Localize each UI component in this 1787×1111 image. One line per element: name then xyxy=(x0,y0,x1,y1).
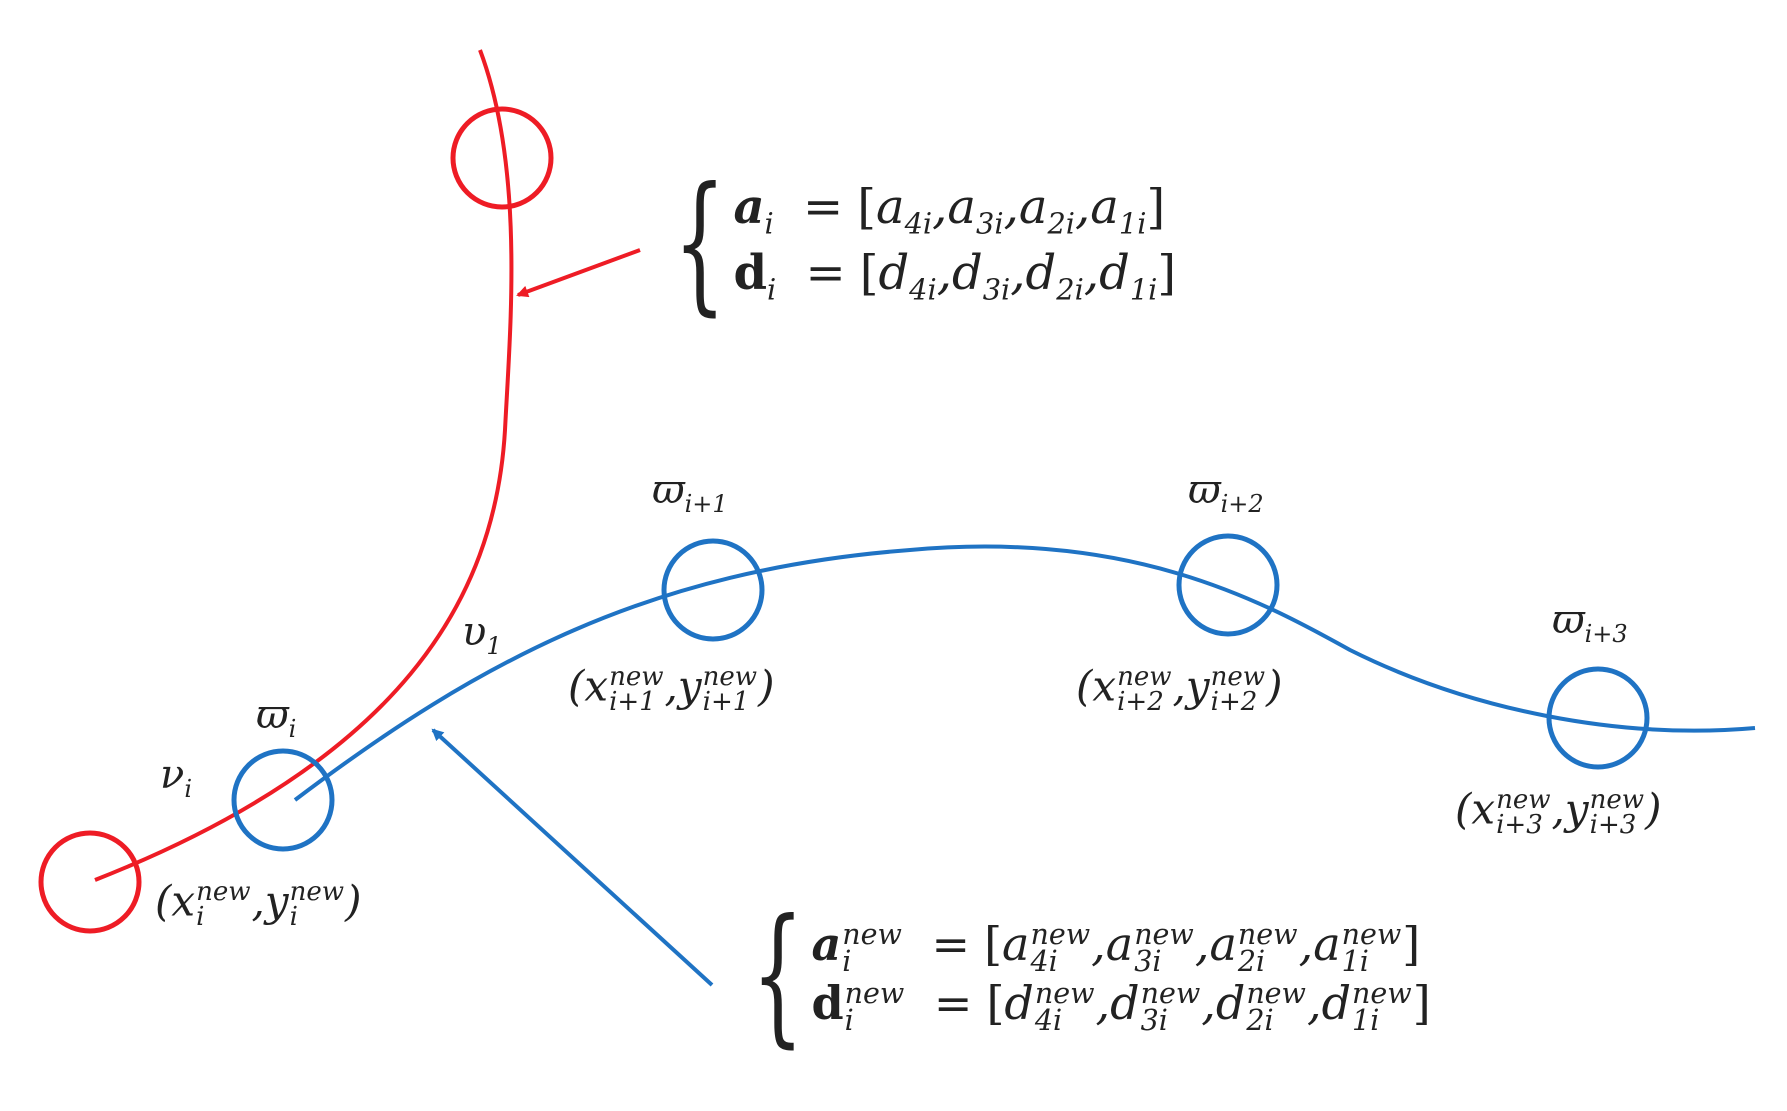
label-nu-i: νi xyxy=(160,752,193,803)
red-circle-bottom xyxy=(38,830,142,934)
label-omega-i2: ϖi+2 xyxy=(1188,467,1264,518)
blue-curve xyxy=(293,544,1756,802)
blue-circle-omega-i2 xyxy=(1176,533,1280,637)
blue-circle-omega-i xyxy=(231,748,335,852)
label-omega-i3: ϖi+3 xyxy=(1552,597,1628,648)
red-curve xyxy=(94,49,514,882)
label-omega-i: ϖi xyxy=(256,692,297,743)
brace-old: { xyxy=(673,156,726,330)
red-circle-top xyxy=(450,106,554,210)
equation-a-old: ai =[a4i,a3i,a2i,a1i] xyxy=(733,179,1166,242)
red-arrow xyxy=(516,248,641,298)
label-upsilon-1: υ1 xyxy=(462,609,502,660)
blue-arrow xyxy=(431,728,714,987)
brace-new: { xyxy=(751,888,804,1062)
equations-old: { ai =[a4i,a3i,a2i,a1i] di =[d4i,d3i,d2i… xyxy=(652,168,1176,318)
equation-d-old: di =[d4i,d3i,d2i,d1i] xyxy=(733,245,1177,307)
blue-circle-omega-i1 xyxy=(661,538,765,642)
label-omega-i1: ϖi+1 xyxy=(652,467,728,518)
blue-circle-omega-i3 xyxy=(1546,666,1650,770)
